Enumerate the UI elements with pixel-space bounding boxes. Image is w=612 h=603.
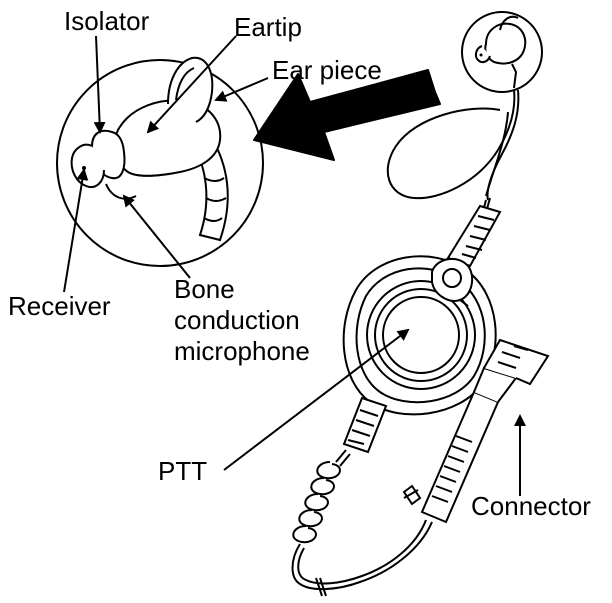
- label-ptt: PTT: [158, 456, 208, 486]
- label-bone-conduction-microphone: Bone conduction microphone: [174, 274, 310, 367]
- leader-lines: [63, 35, 526, 496]
- connector-plug: [402, 338, 550, 524]
- label-bone-line2: conduction: [174, 305, 300, 335]
- leader-eartip: [146, 35, 237, 134]
- label-eartip: Eartip: [234, 12, 302, 42]
- leader-ear-piece: [214, 77, 269, 102]
- label-bone-line1: Bone: [174, 274, 235, 304]
- label-receiver: Receiver: [8, 291, 111, 321]
- small-earpiece: [461, 11, 543, 93]
- ptt-unit: [342, 255, 497, 454]
- leader-ptt: [223, 328, 410, 471]
- leader-bone-mic: [122, 194, 191, 279]
- big-arrow: [253, 69, 441, 161]
- leader-receiver: [63, 168, 89, 293]
- detail-magnifier: [56, 56, 264, 267]
- coiled-cord: [291, 449, 433, 597]
- label-ear-piece: Ear piece: [272, 55, 382, 85]
- label-connector: Connector: [471, 491, 591, 521]
- label-bone-line3: microphone: [174, 336, 310, 366]
- upper-strain-relief: [446, 204, 502, 268]
- cable-loop: [386, 89, 520, 249]
- leader-isolator: [93, 35, 106, 134]
- label-isolator: Isolator: [64, 6, 150, 36]
